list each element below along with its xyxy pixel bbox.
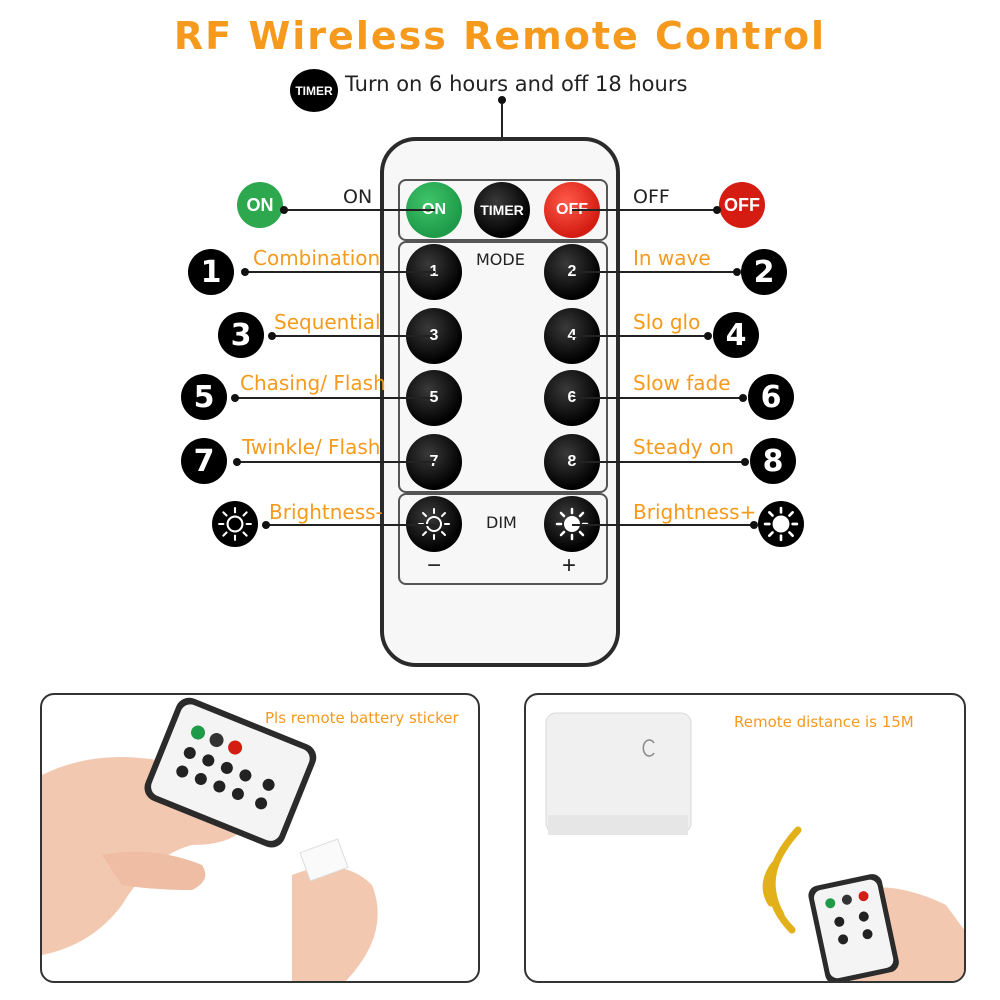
function-label-5: Chasing/ Flash bbox=[240, 371, 386, 395]
mode-panel bbox=[398, 241, 608, 493]
mode-label: MODE bbox=[476, 250, 525, 269]
timer-button[interactable]: TIMER bbox=[474, 182, 530, 238]
off-connector-line bbox=[572, 209, 717, 211]
battery-sticker-photo: Pls remote battery sticker bbox=[40, 693, 480, 983]
connector-dot-2 bbox=[733, 268, 741, 276]
dim-minus-sign: − bbox=[427, 552, 442, 579]
brightness-minus-line bbox=[266, 524, 435, 526]
receiver-and-remote-illustration bbox=[545, 712, 964, 981]
function-number-1: 1 bbox=[188, 249, 234, 295]
function-number-7: 7 bbox=[181, 438, 227, 484]
brightness-minus-dot bbox=[262, 521, 270, 529]
connector-line-8 bbox=[572, 461, 746, 463]
on-line-label: ON bbox=[343, 186, 373, 208]
connector-dot-7 bbox=[233, 458, 241, 466]
connector-line-4 bbox=[572, 335, 709, 337]
connector-dot-4 bbox=[704, 332, 712, 340]
connector-dot-3 bbox=[268, 332, 276, 340]
connector-line-7 bbox=[237, 461, 435, 463]
function-number-5: 5 bbox=[181, 374, 227, 420]
remote-distance-photo: Remote distance is 15M bbox=[524, 693, 966, 983]
brightness-minus-icon bbox=[212, 501, 258, 547]
function-label-2: In wave bbox=[633, 246, 711, 270]
brightness-plus-icon bbox=[758, 501, 804, 547]
brightness-plus-dot bbox=[750, 521, 758, 529]
dim-label: DIM bbox=[486, 513, 517, 532]
function-label-3: Sequential bbox=[274, 310, 381, 334]
function-number-3: 3 bbox=[218, 312, 264, 358]
off-line-label: OFF bbox=[633, 186, 670, 208]
connector-line-6 bbox=[572, 397, 744, 399]
remote-distance-caption: Remote distance is 15M bbox=[734, 713, 914, 731]
function-number-8: 8 bbox=[750, 438, 796, 484]
timer-connector-dot bbox=[498, 96, 506, 104]
brightness-plus-line bbox=[572, 524, 754, 526]
function-number-2: 2 bbox=[741, 249, 787, 295]
connector-line-5 bbox=[235, 397, 435, 399]
connector-dot-5 bbox=[231, 394, 239, 402]
dim-panel bbox=[398, 493, 608, 585]
page-title: RF Wireless Remote Control bbox=[173, 14, 827, 58]
hand-holding-remote-illustration bbox=[42, 697, 378, 981]
on-connector-line bbox=[285, 209, 435, 211]
connector-dot-6 bbox=[739, 394, 747, 402]
battery-sticker-caption: Pls remote battery sticker bbox=[265, 709, 459, 727]
off-connector-dot bbox=[713, 206, 721, 214]
function-label-6: Slow fade bbox=[633, 371, 731, 395]
timer-badge: TIMER bbox=[290, 69, 338, 112]
off-badge: OFF bbox=[719, 182, 765, 228]
dim-plus-sign: + bbox=[562, 552, 577, 579]
brightness-minus-label: Brightness- bbox=[269, 500, 383, 524]
function-label-7: Twinkle/ Flash bbox=[242, 435, 381, 459]
brightness-plus-label: Brightness+ bbox=[633, 500, 757, 524]
function-number-6: 6 bbox=[748, 374, 794, 420]
function-label-4: Slo glo bbox=[633, 310, 701, 334]
connector-dot-1 bbox=[241, 268, 249, 276]
function-label-1: Combination bbox=[253, 246, 381, 270]
on-connector-dot bbox=[280, 206, 288, 214]
on-badge: ON bbox=[237, 182, 283, 228]
function-number-4: 4 bbox=[713, 312, 759, 358]
timer-note: Turn on 6 hours and off 18 hours bbox=[345, 72, 688, 96]
function-label-8: Steady on bbox=[633, 435, 734, 459]
connector-line-2 bbox=[572, 271, 736, 273]
connector-line-1 bbox=[245, 271, 435, 273]
connector-line-3 bbox=[272, 335, 435, 337]
connector-dot-8 bbox=[741, 458, 749, 466]
